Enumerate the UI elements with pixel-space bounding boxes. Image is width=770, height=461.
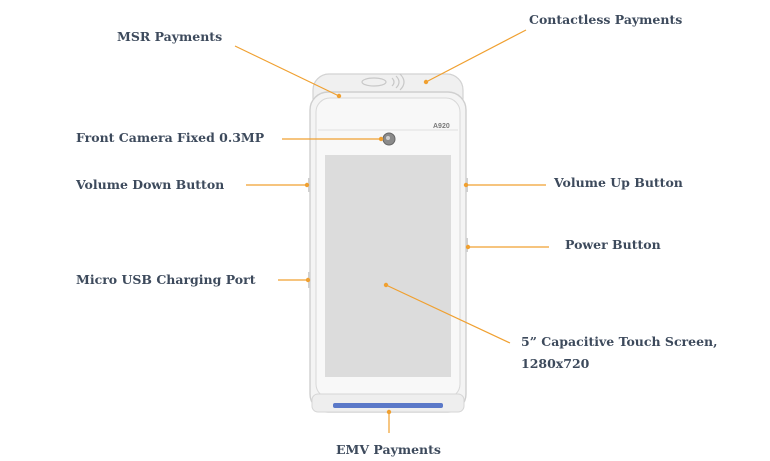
dot-screen [383,282,389,288]
leader-msr [234,45,340,97]
dot-volume-down [304,182,310,188]
label-touch-screen: 5” Capacitive Touch Screen, 1280x720 [521,334,718,371]
leader-contactless [425,29,527,83]
front-camera-lens [386,136,390,140]
contactless-icon [361,73,405,91]
label-volume-down: Volume Down Button [76,177,225,192]
leader-screen [385,284,511,344]
dot-msr [336,93,342,99]
leader-lines [234,29,549,433]
emv-slot [333,403,443,408]
power-key [466,238,468,252]
label-front-camera: Front Camera Fixed 0.3MP [76,130,265,145]
dot-power [465,244,471,250]
model-text: A920 [433,123,450,130]
dot-contactless [423,79,429,85]
touch-screen [325,155,451,377]
dot-camera [378,136,384,142]
label-power-button: Power Button [565,237,661,252]
label-emv-payments: EMV Payments [336,442,441,457]
label-msr-payments: MSR Payments [117,29,223,44]
dot-emv [386,409,392,415]
dot-usb [305,277,311,283]
label-contactless-payments: Contactless Payments [529,12,683,27]
dot-volume-up [463,182,469,188]
label-micro-usb: Micro USB Charging Port [76,272,256,287]
leader-dots [304,79,471,415]
label-volume-up: Volume Up Button [554,175,683,190]
